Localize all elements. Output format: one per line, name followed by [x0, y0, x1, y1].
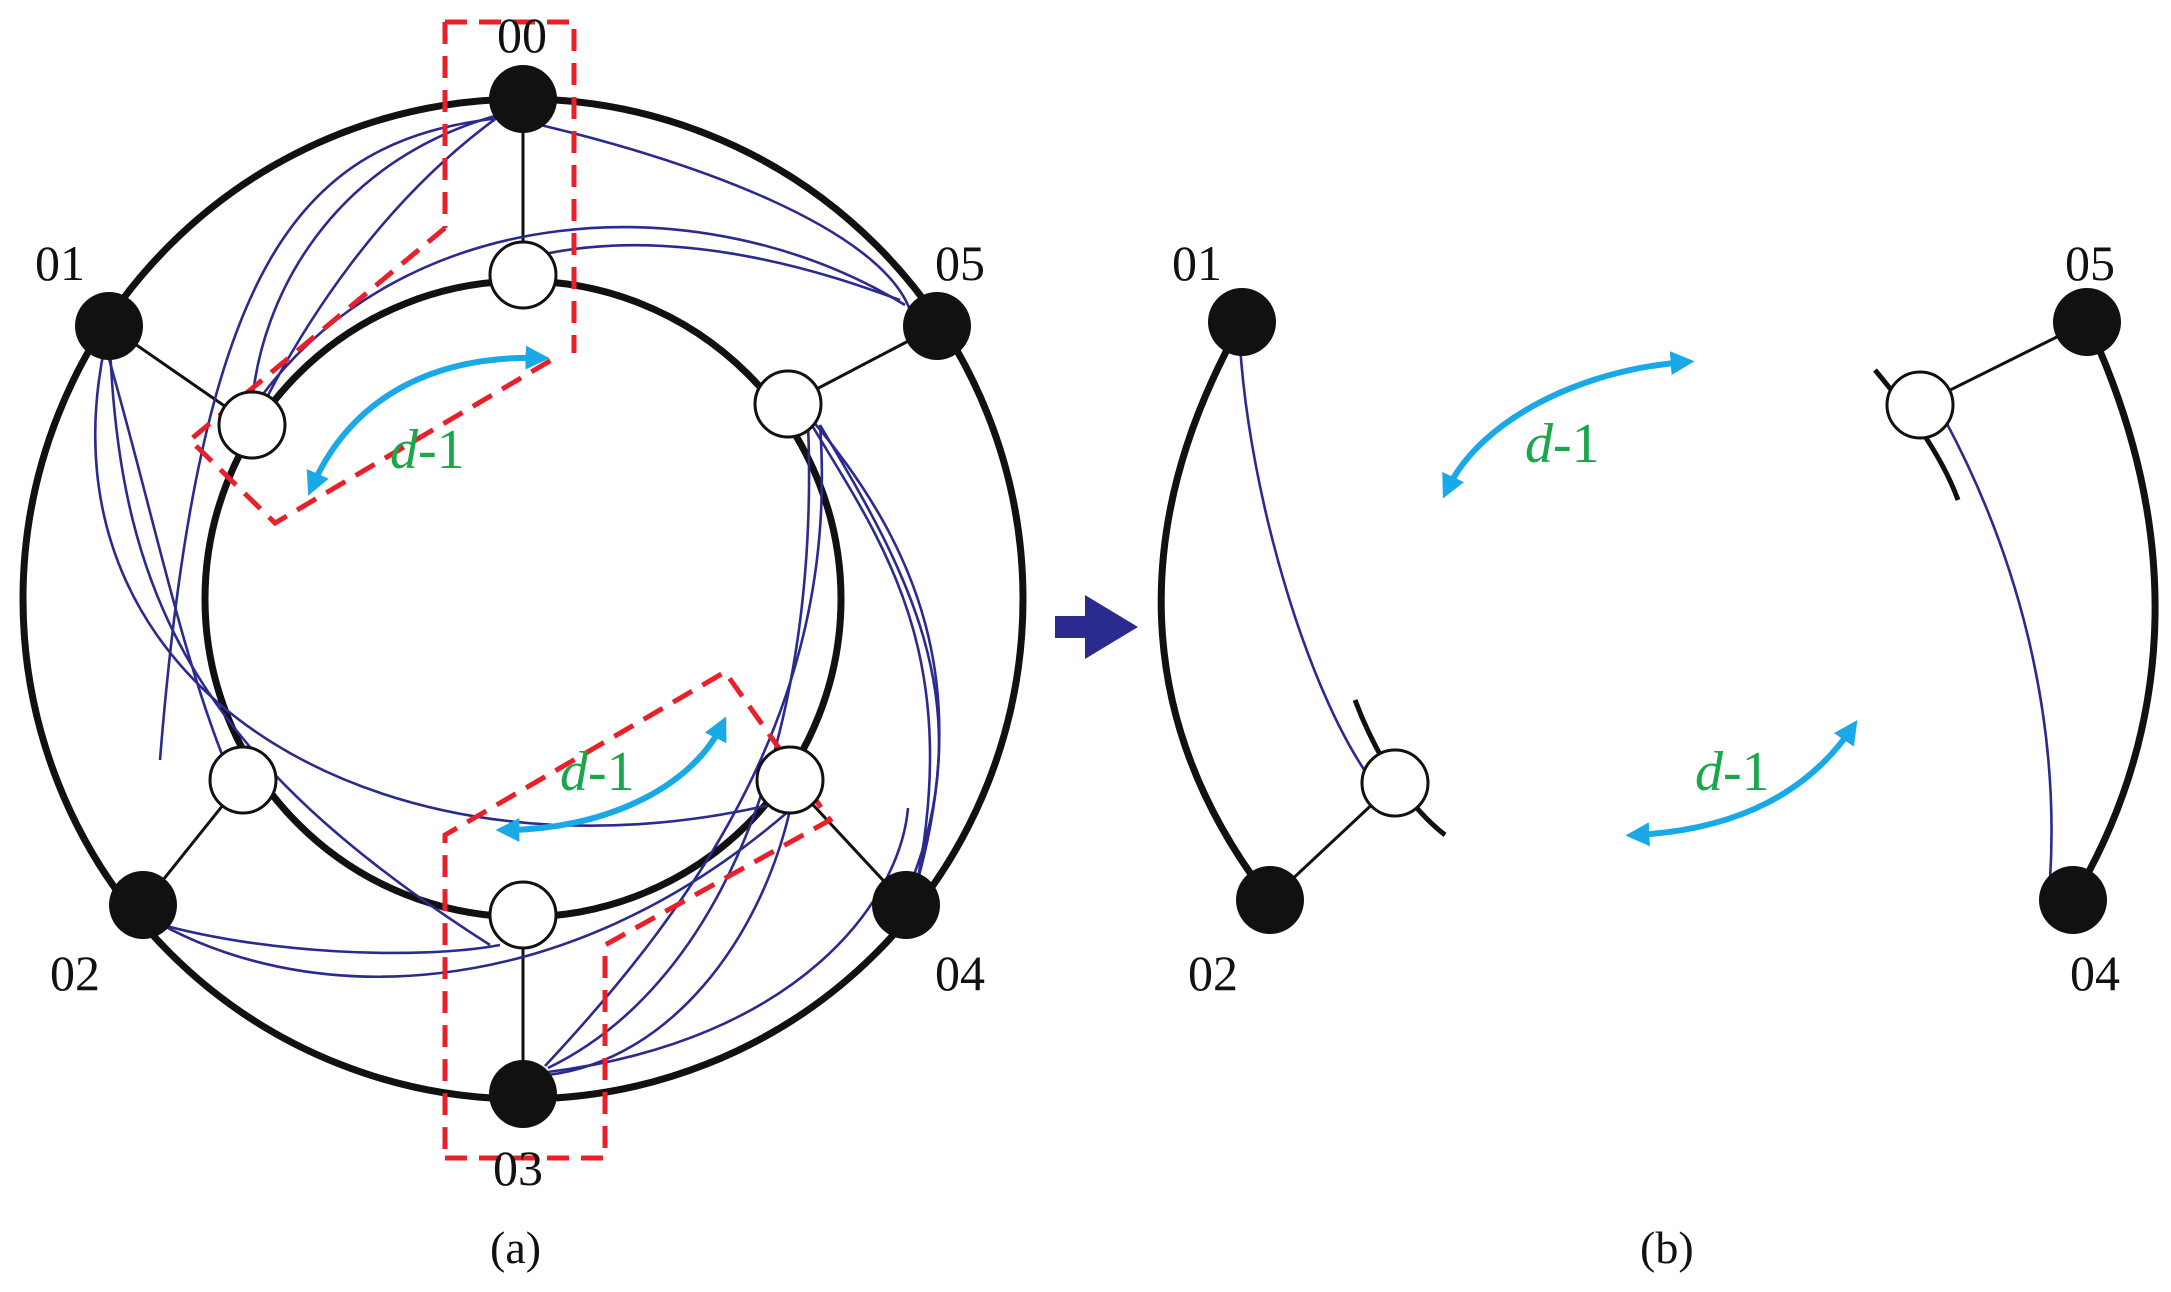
node-label-00: 00: [497, 7, 547, 63]
inner-node: [488, 240, 558, 310]
node-04: [872, 871, 940, 939]
double-arrow: [306, 345, 550, 496]
node-label-04: 04: [2070, 945, 2120, 1001]
inner-node: [1885, 370, 1955, 440]
inner-nodes: [208, 240, 825, 950]
caption-a: (a): [490, 1222, 541, 1273]
node-label-02: 02: [50, 945, 100, 1001]
node-05: [2053, 288, 2121, 356]
node-02: [109, 871, 177, 939]
link: [1943, 419, 2053, 881]
outer-nodes: [75, 65, 971, 1128]
inner-node: [755, 745, 825, 815]
node-00: [489, 65, 557, 133]
node-02: [1236, 866, 1304, 934]
node-01: [1208, 288, 1276, 356]
distance-label: d-1: [1695, 741, 1770, 803]
double-arrow: [495, 716, 727, 842]
node-label-05: 05: [935, 235, 985, 291]
right-arrow-icon: [1055, 595, 1138, 659]
distance-label: d-1: [1525, 413, 1600, 475]
node-05: [903, 292, 971, 360]
node-03: [489, 1060, 557, 1128]
inner-node: [753, 369, 823, 439]
inner-node: [217, 390, 287, 460]
distance-label: d-1: [390, 419, 465, 481]
panel-a: d-1 d-1 00 01 02 03 04 05 (a): [19, 7, 1027, 1273]
highlight-regions: [186, 19, 834, 1161]
node-label-01: 01: [1172, 235, 1222, 291]
panel-b: d-1 d-1 01 02 04 05 (b): [1157, 235, 2159, 1273]
inner-node: [208, 745, 278, 815]
inner-node: [488, 880, 558, 950]
node-label-05: 05: [2065, 235, 2115, 291]
node-label-03: 03: [493, 1140, 543, 1196]
link: [1238, 344, 1377, 786]
caption-b: (b): [1640, 1222, 1694, 1273]
node-label-02: 02: [1188, 945, 1238, 1001]
node-01: [75, 292, 143, 360]
inner-node: [1360, 748, 1430, 818]
double-arrow: [1442, 351, 1695, 499]
node-label-04: 04: [935, 945, 985, 1001]
right-ring-segment: [2069, 320, 2159, 902]
left-ring-segment: [1157, 320, 1273, 903]
node-label-01: 01: [35, 235, 85, 291]
double-arrow: [1625, 720, 1858, 847]
node-04: [2039, 866, 2107, 934]
distance-label: d-1: [560, 741, 635, 803]
